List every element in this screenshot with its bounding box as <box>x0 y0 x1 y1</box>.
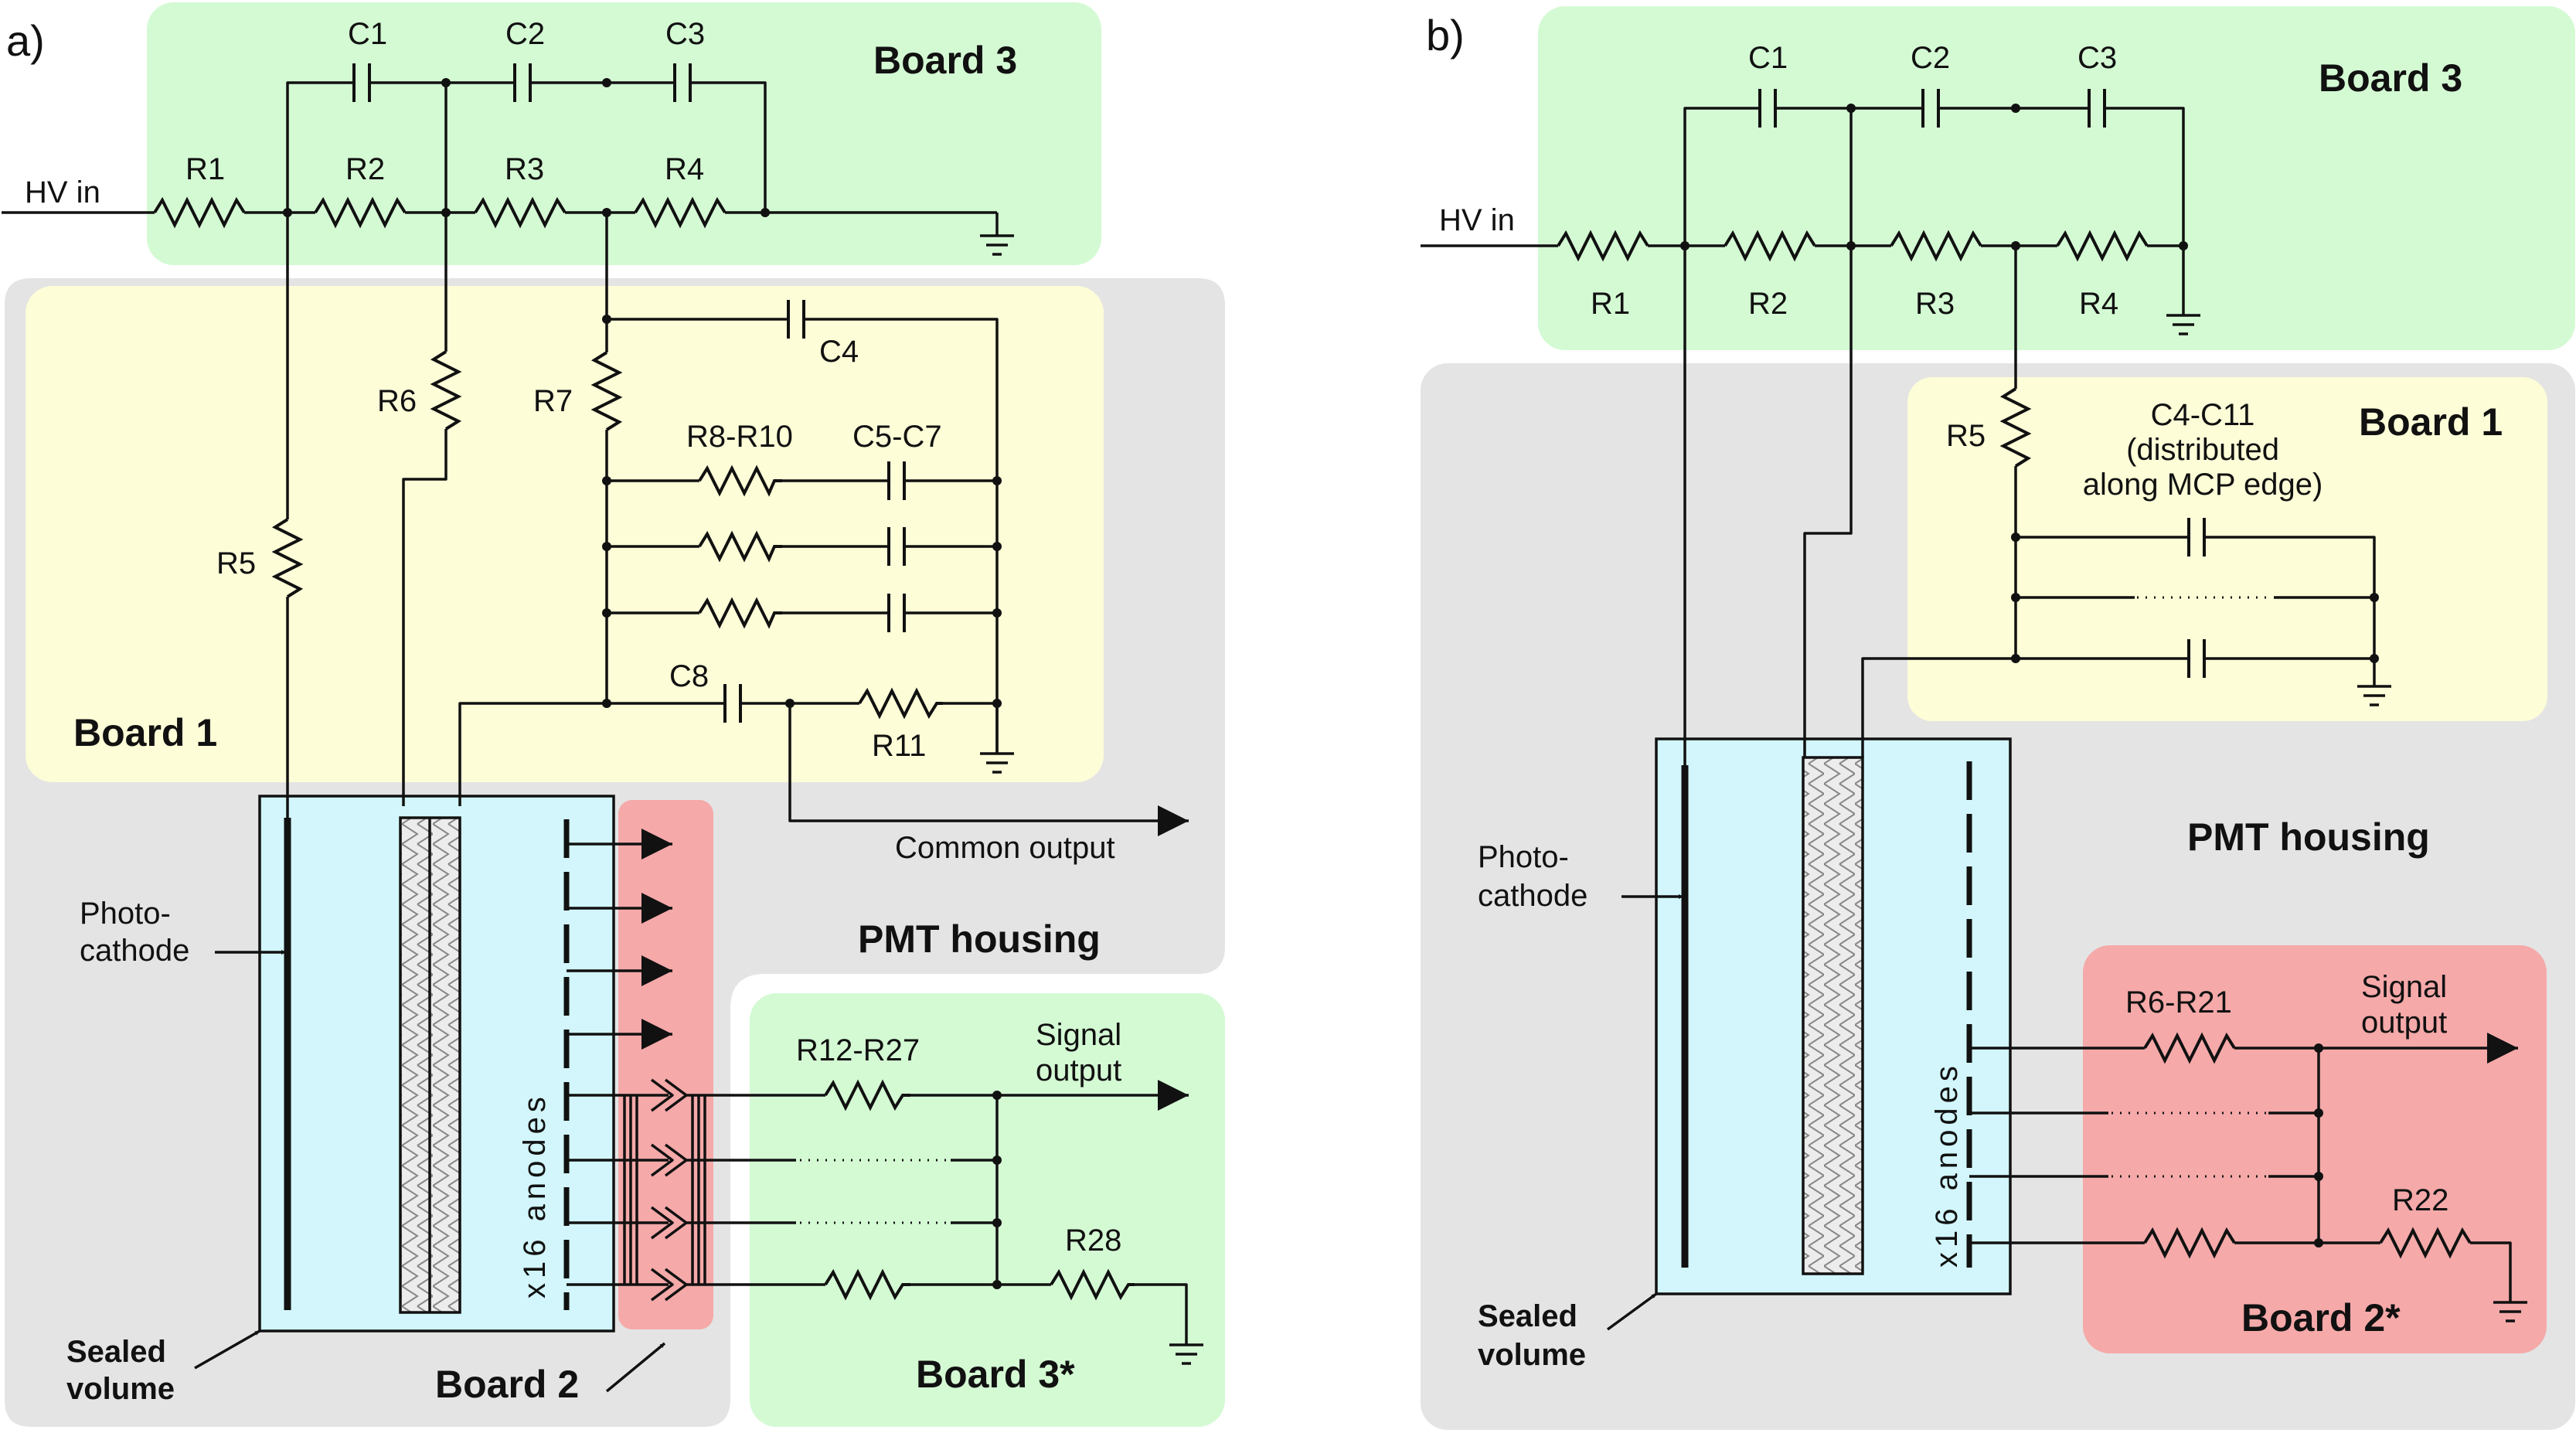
board3-a-box <box>147 2 1101 265</box>
divider-chain-a <box>2 63 1014 256</box>
board1-a-box <box>26 286 1104 782</box>
r3-b-label: R3 <box>1915 287 1955 321</box>
r5-a-label: R5 <box>216 546 256 580</box>
r6-a-label: R6 <box>377 384 417 418</box>
photocathode-a-label-2: cathode <box>80 934 189 968</box>
board1-network-a <box>602 300 1189 836</box>
signal-output-a-label-2: output <box>1036 1053 1121 1088</box>
photocathode-b-label-1: Photo- <box>1478 840 1569 874</box>
c1-b-label: C1 <box>1748 41 1788 75</box>
r5-b-label: R5 <box>1946 419 1986 453</box>
signal-output-b-label-1: Signal <box>2361 970 2447 1004</box>
r1-a-label: R1 <box>185 152 225 186</box>
c2-a-label: C2 <box>505 17 545 51</box>
r8r10-a-label: R8-R10 <box>686 420 793 454</box>
pmt-housing-b-label: PMT housing <box>2187 815 2430 859</box>
c2-b-label: C2 <box>1911 41 1950 75</box>
r11-a-label: R11 <box>872 729 926 763</box>
c4c11-b-label-2: (distributed <box>2126 433 2279 467</box>
board2-a-box <box>618 800 713 1329</box>
panel-a: a) Board 3 Board 1 PMT housing Board 2 B… <box>2 2 1225 1427</box>
photocathode-b-label-2: cathode <box>1478 879 1587 913</box>
board3-b-box <box>1538 6 2575 350</box>
board3-b-label: Board 3 <box>2319 56 2462 100</box>
c1-a-label: C1 <box>348 17 387 51</box>
board2star-network-b <box>1969 1036 2527 1322</box>
panel-letter-b: b) <box>1426 11 1465 60</box>
hv-in-a-label: HV in <box>25 175 100 209</box>
panel-b: b) Board 3 Board 1 PMT housing Board 2* … <box>1421 6 2575 1430</box>
board2star-b-label: Board 2* <box>2241 1296 2401 1339</box>
hv-in-b-label: HV in <box>1439 203 1515 237</box>
r12r27-a-label: R12-R27 <box>796 1033 920 1067</box>
bias-wires-b <box>1683 108 2032 765</box>
anodes-a-label: x16 anodes <box>518 1092 552 1299</box>
sealed-volume-b-label-1: Sealed <box>1478 1299 1577 1333</box>
common-output-a-label: Common output <box>895 831 1115 865</box>
bias-wires-a <box>271 83 623 818</box>
r2-b-label: R2 <box>1748 287 1788 321</box>
mcp-stack-b <box>1802 756 1864 1275</box>
r7-a-label: R7 <box>533 384 573 418</box>
r1-b-label: R1 <box>1591 287 1630 321</box>
r28-a-label: R28 <box>1065 1224 1121 1258</box>
r4-a-label: R4 <box>665 152 704 186</box>
c5c7-a-label: C5-C7 <box>852 420 942 454</box>
r4-b-label: R4 <box>2079 287 2118 321</box>
divider-chain-b <box>1421 89 2200 335</box>
r22-b-label: R22 <box>2392 1183 2448 1217</box>
c4-a-label: C4 <box>819 335 859 369</box>
panel-letter-a: a) <box>6 16 45 65</box>
r6r21-b-label: R6-R21 <box>2125 985 2232 1019</box>
sealed-volume-b-label-2: volume <box>1478 1338 1586 1372</box>
pmt-internals-a <box>284 816 706 1314</box>
board1-b-box <box>1907 377 2547 721</box>
anodes-b-label: x16 anodes <box>1930 1061 1964 1268</box>
board3star-a-label: Board 3* <box>916 1353 1075 1396</box>
signal-output-b-label-2: output <box>2361 1006 2447 1040</box>
board3star-network-a <box>686 1083 1203 1365</box>
board2-a-label: Board 2 <box>435 1363 579 1406</box>
r2-a-label: R2 <box>345 152 385 186</box>
board1-network-b <box>2011 518 2391 706</box>
board3-a-label: Board 3 <box>873 39 1017 82</box>
c3-b-label: C3 <box>2077 41 2117 75</box>
r3-a-label: R3 <box>505 152 544 186</box>
board1-a-label: Board 1 <box>73 711 217 754</box>
c4c11-b-label-1: C4-C11 <box>2151 398 2255 432</box>
c3-a-label: C3 <box>665 17 705 51</box>
pmt-housing-a-label: PMT housing <box>858 917 1101 961</box>
sealed-volume-a-label-1: Sealed <box>66 1335 166 1369</box>
sealed-volume-a-label-2: volume <box>66 1372 175 1406</box>
c8-a-label: C8 <box>669 659 709 693</box>
pmt-internals-b <box>1681 756 1972 1275</box>
board1-b-label: Board 1 <box>2359 400 2503 444</box>
c4c11-b-label-3: along MCP edge) <box>2083 468 2323 502</box>
photocathode-a-label-1: Photo- <box>80 897 171 931</box>
signal-output-a-label-1: Signal <box>1036 1018 1121 1052</box>
